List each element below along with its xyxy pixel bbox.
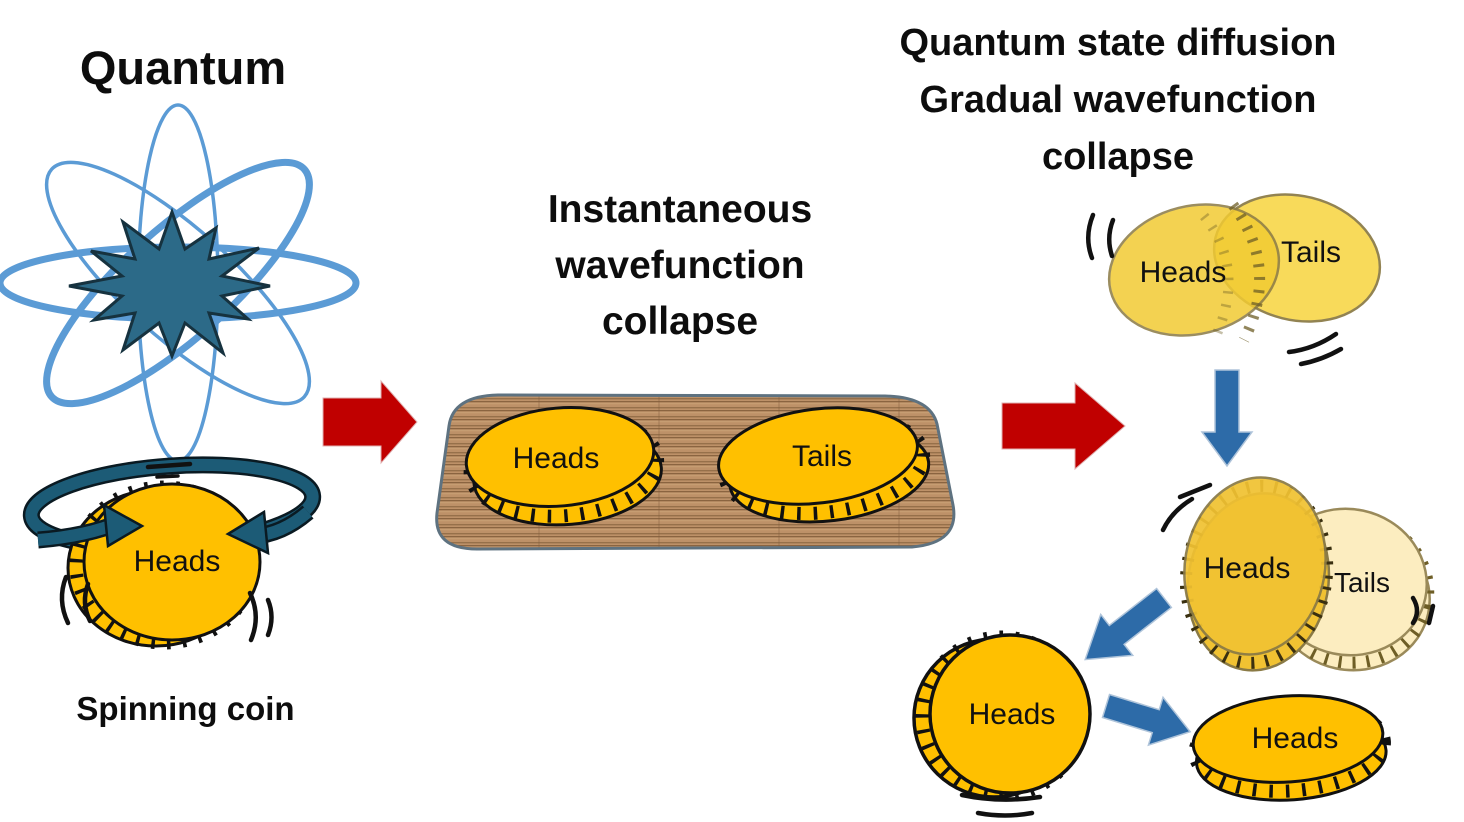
red-arrow-icon-1 [322,379,418,465]
title-line: collapse [1041,136,1195,178]
coin-rim-hatch [718,410,931,521]
partial-collapse-pair: Tails Heads [1160,476,1436,672]
center-title: Instantaneous wavefunction collapse [460,182,900,350]
coin-face [1191,694,1385,784]
wooden-board: Heads Tails [435,393,956,551]
superposition-coin-pair: Heads Tails [1086,193,1382,367]
coin-face [464,406,656,508]
red-arrow-icon-2 [1001,381,1126,471]
title-line: Quantum [79,41,287,94]
spinning-coin-label: Heads [134,545,221,578]
collapsed-flat-label: Heads [1252,722,1339,755]
coin-rim-hatch [463,410,665,523]
spin-band-front [37,502,314,556]
board-heads-label: Heads [513,442,600,475]
spinning-coin: Heads [22,456,322,650]
motion-marks-partial-pair [1160,482,1436,626]
board-tails-coin [717,406,931,524]
blue-right-arrow-icon [1101,693,1192,747]
coin-face [1183,476,1327,656]
partial-tails-label: Tails [1334,567,1390,598]
right-title: Quantum state diffusion Gradual wavefunc… [858,15,1378,186]
title-line: collapse [601,300,759,343]
partial-heads-coin [1179,476,1334,672]
collapsed-flat-coin [1188,694,1391,802]
spinning-coin-caption: Spinning coin [28,690,343,728]
title-line: Quantum state diffusion [899,22,1337,64]
title-line: wavefunction [555,244,805,287]
superposition-heads-coin [1107,203,1281,337]
spin-arrowhead-right [225,509,270,556]
collapsed-upright-label: Heads [969,698,1056,731]
board-heads-coin [463,406,665,527]
spin-arrowhead-left [102,502,145,549]
nucleus-starburst-icon [68,207,271,361]
coin-face [717,406,919,506]
coin-rim-hatch [1188,698,1391,798]
left-title: Quantum [8,40,358,95]
blue-down-arrow-icon [1200,369,1254,468]
collapsed-upright-coin: Heads [912,630,1092,818]
partial-heads-label: Heads [1204,552,1291,585]
coin-overlap-rim-hatch-2 [1200,212,1234,339]
superposition-tails-label: Tails [1281,236,1341,269]
title-line: Spinning coin [76,690,295,727]
title-line: Gradual wavefunction [919,79,1317,121]
atom-icon [0,103,360,463]
blue-diagonal-arrow-icon [1084,587,1173,661]
title-line: Instantaneous [547,188,813,231]
motion-marks-spinning-coin [59,461,274,643]
board-tails-label: Tails [792,440,852,473]
motion-marks-upright-coin [959,792,1043,818]
coin-face [928,633,1092,795]
superposition-heads-label: Heads [1140,256,1227,289]
motion-marks-superposition [1086,212,1344,367]
